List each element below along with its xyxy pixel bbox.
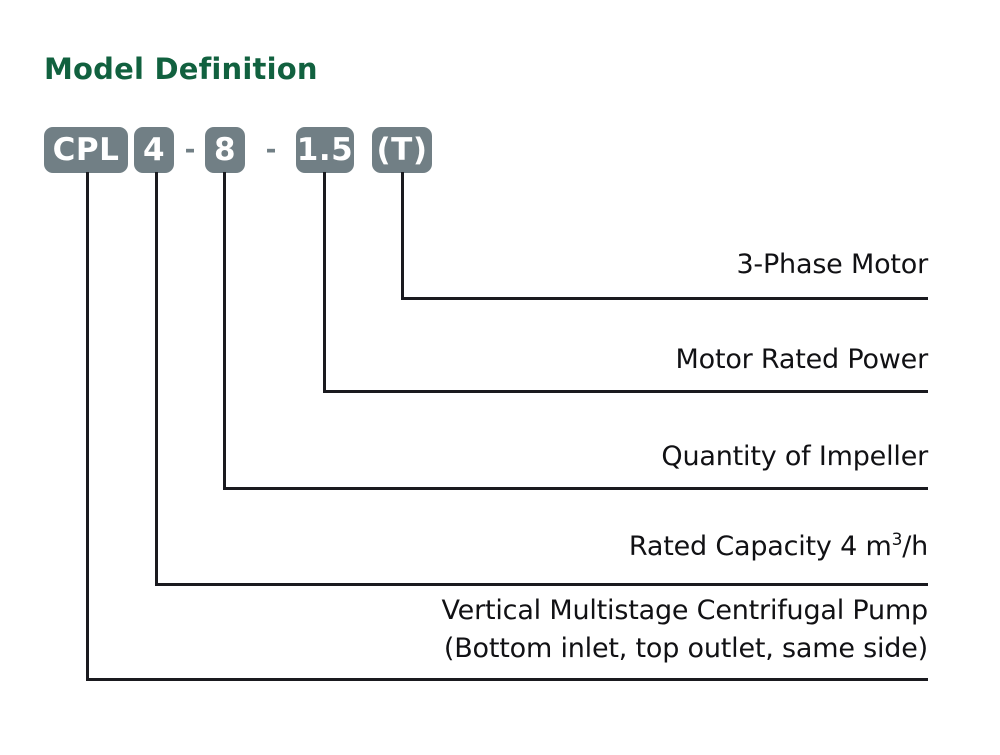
- leader-vertical-series: [86, 172, 89, 681]
- code-segment-power[interactable]: 1.5: [296, 127, 354, 173]
- model-code-row: CPL 4 - 8 - 1.5 (T): [0, 0, 1000, 180]
- leader-horizontal-stages: [223, 487, 928, 490]
- leader-vertical-stages: [223, 172, 226, 490]
- callout-label-stages: Quantity of Impeller: [661, 441, 928, 472]
- callout-series-line-1: Vertical Multistage Centrifugal Pump: [441, 595, 929, 626]
- callout-series-line-2: (Bottom inlet, top outlet, same side): [443, 633, 928, 664]
- leader-horizontal-phase: [401, 297, 928, 300]
- code-segment-stages[interactable]: 8: [205, 127, 245, 173]
- callout-label-series: Vertical Multistage Centrifugal Pump (Bo…: [442, 592, 929, 668]
- leader-horizontal-capacity: [155, 583, 928, 586]
- callout-label-power: Motor Rated Power: [675, 344, 929, 375]
- code-segment-capacity[interactable]: 4: [134, 127, 174, 173]
- callout-capacity-superscript: 3: [891, 530, 903, 550]
- code-separator-dash-2: -: [265, 135, 277, 165]
- code-separator-dash-1: -: [184, 135, 196, 165]
- callout-label-phase: 3-Phase Motor: [736, 249, 928, 280]
- page-title: Model Definition: [44, 52, 318, 86]
- leader-vertical-capacity: [155, 172, 158, 586]
- code-segment-phase[interactable]: (T): [372, 127, 432, 173]
- leader-vertical-power: [323, 172, 326, 393]
- leader-horizontal-power: [323, 390, 928, 393]
- callout-capacity-suffix: /h: [902, 531, 928, 562]
- leader-horizontal-series: [86, 678, 928, 681]
- callout-label-capacity: Rated Capacity 4 m3/h: [629, 531, 928, 562]
- callout-capacity-prefix: Rated Capacity 4 m: [628, 531, 892, 562]
- leader-vertical-phase: [401, 172, 404, 300]
- code-segment-series[interactable]: CPL: [44, 127, 128, 173]
